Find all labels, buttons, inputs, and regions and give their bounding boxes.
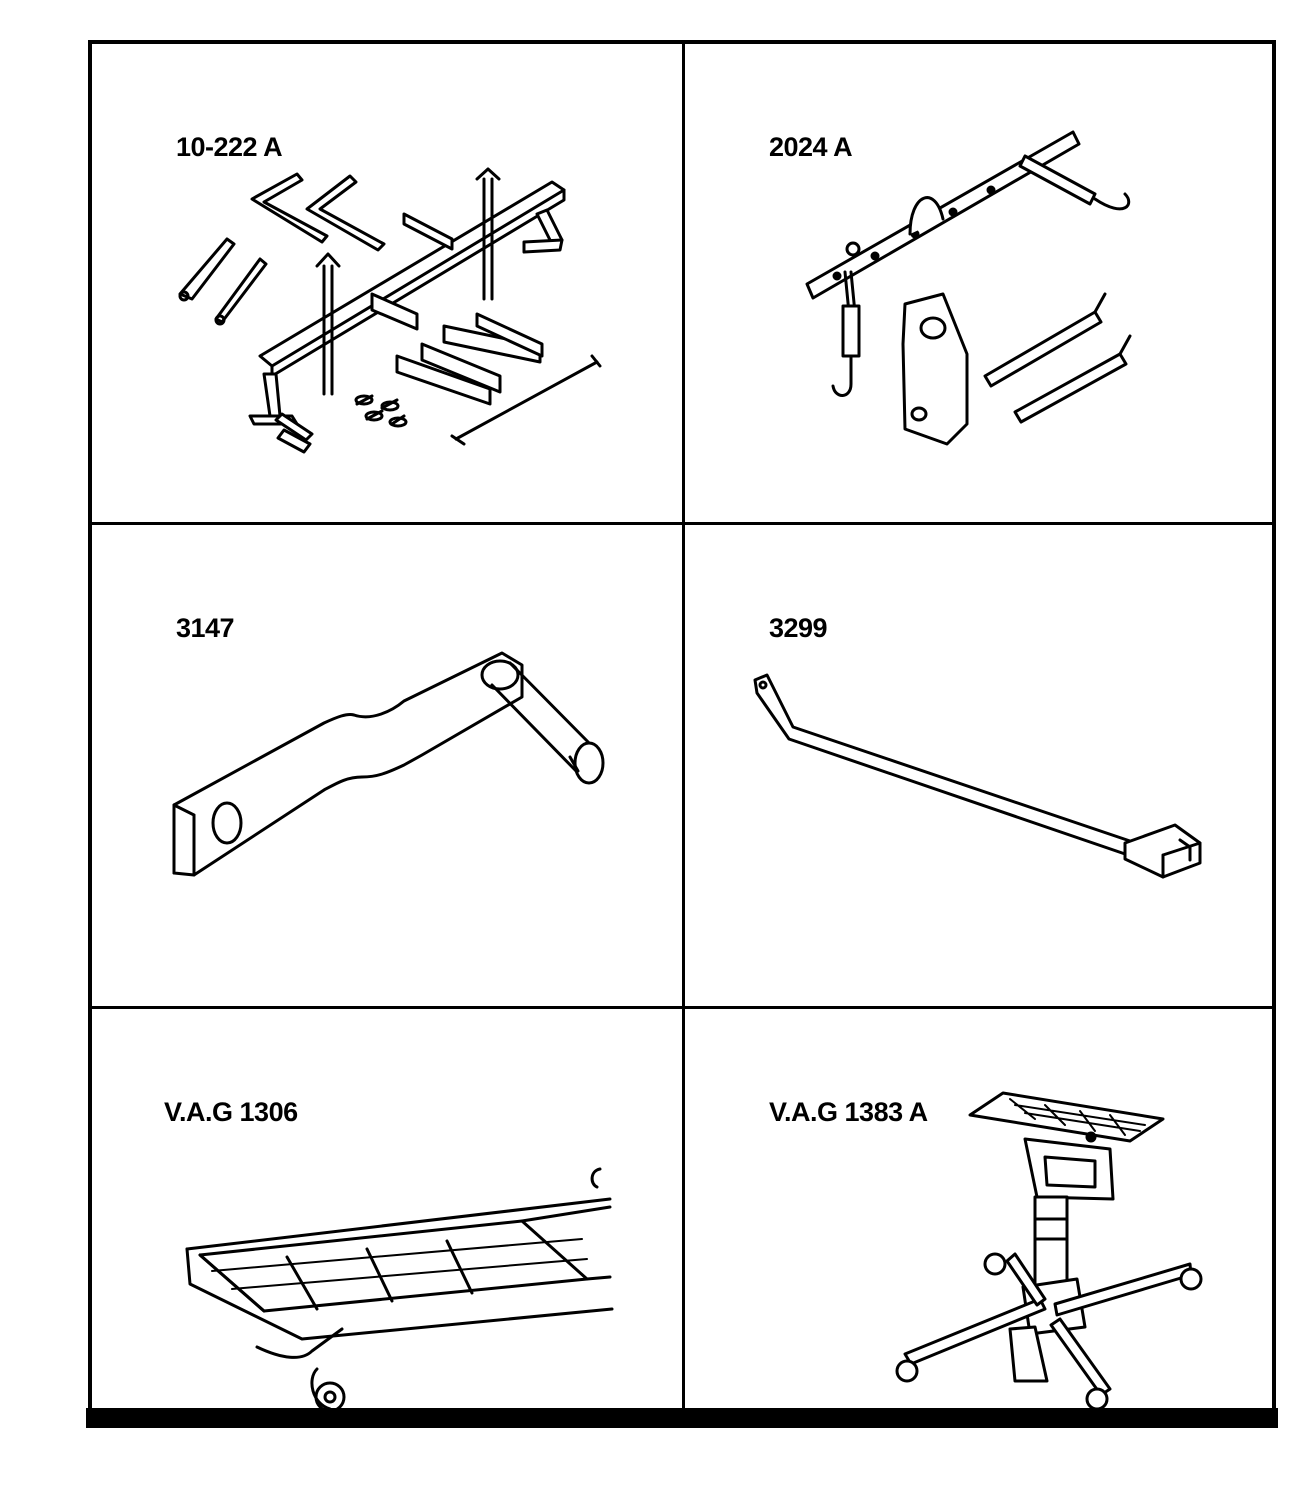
- tool-cell-10-222a: 10-222 A: [92, 44, 682, 522]
- drip-tray-icon: [185, 1167, 614, 1413]
- engine-support-bridge-icon: [178, 167, 602, 454]
- grid-divider-vertical: [682, 44, 685, 1410]
- tool-label: 10-222 A: [176, 132, 283, 162]
- tool-cell-vag1383a: V.A.G 1383 A: [685, 1009, 1280, 1414]
- tool-label: 2024 A: [769, 132, 853, 162]
- tool-cell-3299: 3299: [685, 525, 1280, 1006]
- tool-label: V.A.G 1383 A: [769, 1097, 928, 1127]
- tool-label: V.A.G 1306: [164, 1097, 298, 1127]
- transmission-jack-icon: [895, 1091, 1203, 1411]
- bar-tool-icon: [753, 673, 1202, 879]
- grid-divider-row-1: [92, 522, 1272, 525]
- tool-cell-3147: 3147: [92, 525, 682, 1006]
- grid-divider-row-2: [92, 1006, 1272, 1009]
- tool-sheet: 10-222 A: [88, 40, 1276, 1414]
- tool-label: 3299: [769, 613, 828, 643]
- counter-hold-tool-icon: [172, 651, 605, 877]
- tool-label: 3147: [176, 613, 235, 643]
- tool-cell-vag1306: V.A.G 1306: [92, 1009, 682, 1414]
- bottom-border-bar: [86, 1408, 1278, 1428]
- tool-cell-2024a: 2024 A: [685, 44, 1280, 522]
- lifting-tackle-icon: [805, 130, 1132, 446]
- tool-grid: 10-222 A: [92, 44, 1272, 1413]
